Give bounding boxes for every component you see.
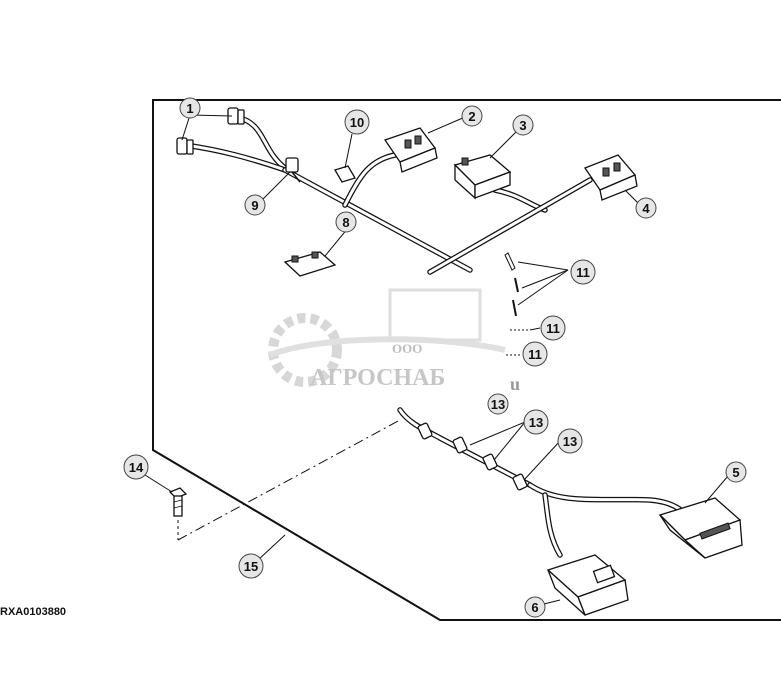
callout-11-top: 11 bbox=[570, 259, 596, 285]
cable-ties-11 bbox=[504, 252, 528, 356]
clip-9 bbox=[285, 157, 301, 183]
callout-13-a: 13 bbox=[523, 409, 549, 435]
connector-1 bbox=[176, 107, 245, 155]
callout-4: 4 bbox=[635, 197, 657, 219]
svg-text:6: 6 bbox=[531, 600, 538, 615]
connector-4 bbox=[584, 154, 638, 201]
callout-8: 8 bbox=[335, 211, 357, 233]
svg-text:14: 14 bbox=[129, 460, 144, 475]
callout-5: 5 bbox=[725, 461, 747, 483]
callout-1: 1 bbox=[179, 97, 201, 119]
svg-text:4: 4 bbox=[642, 201, 650, 216]
callout-3: 3 bbox=[512, 114, 534, 136]
clips-13 bbox=[417, 422, 528, 491]
callout-11-low: 11 bbox=[522, 341, 548, 367]
watermark-suffix: u bbox=[510, 374, 520, 394]
svg-text:5: 5 bbox=[732, 465, 739, 480]
svg-text:10: 10 bbox=[350, 115, 364, 130]
callout-13-c: 13 bbox=[487, 393, 509, 415]
svg-text:8: 8 bbox=[342, 215, 349, 230]
connector-5 bbox=[658, 497, 743, 559]
figure-id-label: RXA0103880 bbox=[0, 606, 67, 618]
svg-text:13: 13 bbox=[529, 415, 543, 430]
dashed-mounting-line bbox=[177, 419, 401, 541]
watermark-agrosnab: АГРОСНАБ bbox=[310, 365, 445, 391]
connector-2 bbox=[383, 127, 438, 173]
callout-14: 14 bbox=[123, 454, 149, 480]
svg-text:2: 2 bbox=[468, 109, 475, 124]
connector-6 bbox=[546, 554, 629, 616]
callout-15: 15 bbox=[238, 553, 264, 579]
callout-11-mid: 11 bbox=[540, 315, 566, 341]
svg-text:11: 11 bbox=[528, 347, 542, 362]
svg-text:3: 3 bbox=[519, 118, 526, 133]
watermark-ooo: ООО bbox=[392, 341, 422, 356]
callout-6: 6 bbox=[524, 596, 546, 618]
part-8 bbox=[283, 251, 337, 277]
svg-text:1: 1 bbox=[186, 101, 193, 116]
svg-text:11: 11 bbox=[546, 321, 560, 336]
panel-outline bbox=[152, 99, 781, 621]
svg-text:9: 9 bbox=[251, 198, 258, 213]
watermark-logo: ООО АГРОСНАБ u bbox=[268, 288, 520, 394]
leader-lines bbox=[144, 114, 729, 606]
callout-9: 9 bbox=[244, 194, 266, 216]
module-3 bbox=[453, 154, 512, 200]
callout-2: 2 bbox=[461, 105, 483, 127]
callout-13-b: 13 bbox=[557, 428, 583, 454]
svg-text:15: 15 bbox=[244, 559, 258, 574]
svg-text:13: 13 bbox=[491, 397, 505, 412]
callout-10: 10 bbox=[344, 109, 370, 135]
bolt-14 bbox=[168, 487, 188, 517]
clip-10 bbox=[334, 165, 356, 183]
svg-text:11: 11 bbox=[576, 265, 590, 280]
svg-text:13: 13 bbox=[563, 434, 577, 449]
